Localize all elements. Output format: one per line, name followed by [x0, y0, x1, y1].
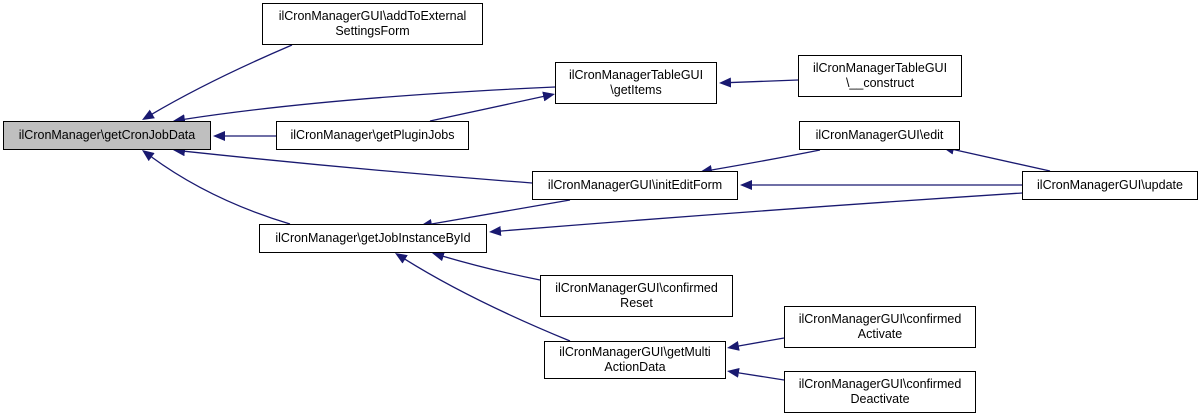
node-edit[interactable]: ilCronManagerGUI\edit — [799, 121, 960, 150]
node-label: ilCronManagerGUI\addToExternal — [278, 9, 467, 23]
node-getpluginjobs[interactable]: ilCronManager\getPluginJobs — [276, 121, 469, 150]
edge-initEditForm-to-getCronJobData — [173, 146, 533, 184]
node-label: ilCronManagerTableGUI — [812, 61, 948, 75]
node-confirmedreset[interactable]: ilCronManagerGUI\confirmed Reset — [540, 275, 733, 317]
edge-update-to-getJobInstanceById — [489, 192, 1023, 237]
edge-addToExternal-to-getCronJobData — [141, 44, 293, 120]
edge-initEditForm-to-getJobInstanceById — [419, 199, 571, 229]
edge-tableConstruct-to-tableGetItems — [718, 77, 799, 88]
node-label: ActionData — [604, 360, 666, 374]
edge-update-to-edit — [942, 144, 1051, 172]
edge-confirmedDeactivate-to-getMultiActionData — [726, 367, 785, 381]
node-getcronjobdata: ilCronManager\getCronJobData — [3, 121, 211, 150]
edge-getMultiActionData-to-getJobInstanceById — [394, 253, 571, 342]
node-label: ilCronManagerGUI\getMulti — [559, 345, 711, 359]
node-initeditform[interactable]: ilCronManagerGUI\initEditForm — [532, 171, 738, 200]
node-label: ilCronManagerGUI\confirmed — [555, 281, 718, 295]
edge-edit-to-initEditForm — [700, 149, 821, 175]
node-label: ilCronManager\getPluginJobs — [290, 128, 455, 142]
edge-confirmedActivate-to-getMultiActionData — [727, 337, 785, 351]
node-confirmedactivate[interactable]: ilCronManagerGUI\confirmed Activate — [784, 306, 976, 348]
node-label: ilCronManagerGUI\edit — [815, 128, 944, 142]
edge-tableGetItems-to-getCronJobData — [173, 86, 556, 125]
node-label: ilCronManagerGUI\update — [1037, 178, 1183, 192]
edge-getPluginJobs-to-tableGetItems — [429, 91, 555, 122]
node-label: ilCronManagerTableGUI — [568, 68, 704, 82]
node-label: ilCronManager\getCronJobData — [18, 128, 196, 142]
node-label: SettingsForm — [335, 24, 410, 38]
node-table-construct[interactable]: ilCronManagerTableGUI \__construct — [798, 55, 962, 97]
node-label: ilCronManagerGUI\initEditForm — [547, 178, 723, 192]
node-label: Reset — [620, 296, 653, 310]
node-table-getitems[interactable]: ilCronManagerTableGUI \getItems — [555, 62, 717, 104]
node-label: Activate — [857, 327, 903, 341]
edge-getJobInstanceById-to-getCronJobData — [141, 150, 291, 225]
node-label: \getItems — [610, 83, 662, 97]
node-getjobinstancebyid[interactable]: ilCronManager\getJobInstanceById — [259, 224, 487, 253]
edge-confirmedReset-to-getJobInstanceById — [431, 251, 541, 281]
node-label: ilCronManagerGUI\confirmed — [798, 377, 962, 391]
node-label: ilCronManagerGUI\confirmed — [798, 312, 962, 326]
node-confirmeddeactivate[interactable]: ilCronManagerGUI\confirmed Deactivate — [784, 371, 976, 413]
node-label: ilCronManager\getJobInstanceById — [275, 231, 471, 245]
node-update[interactable]: ilCronManagerGUI\update — [1022, 171, 1198, 200]
node-label: \__construct — [845, 76, 915, 90]
node-getmultiactiondata[interactable]: ilCronManagerGUI\getMulti ActionData — [544, 341, 726, 379]
node-label: Deactivate — [850, 392, 910, 406]
node-addtoexternalsettingsform[interactable]: ilCronManagerGUI\addToExternal SettingsF… — [262, 3, 483, 45]
